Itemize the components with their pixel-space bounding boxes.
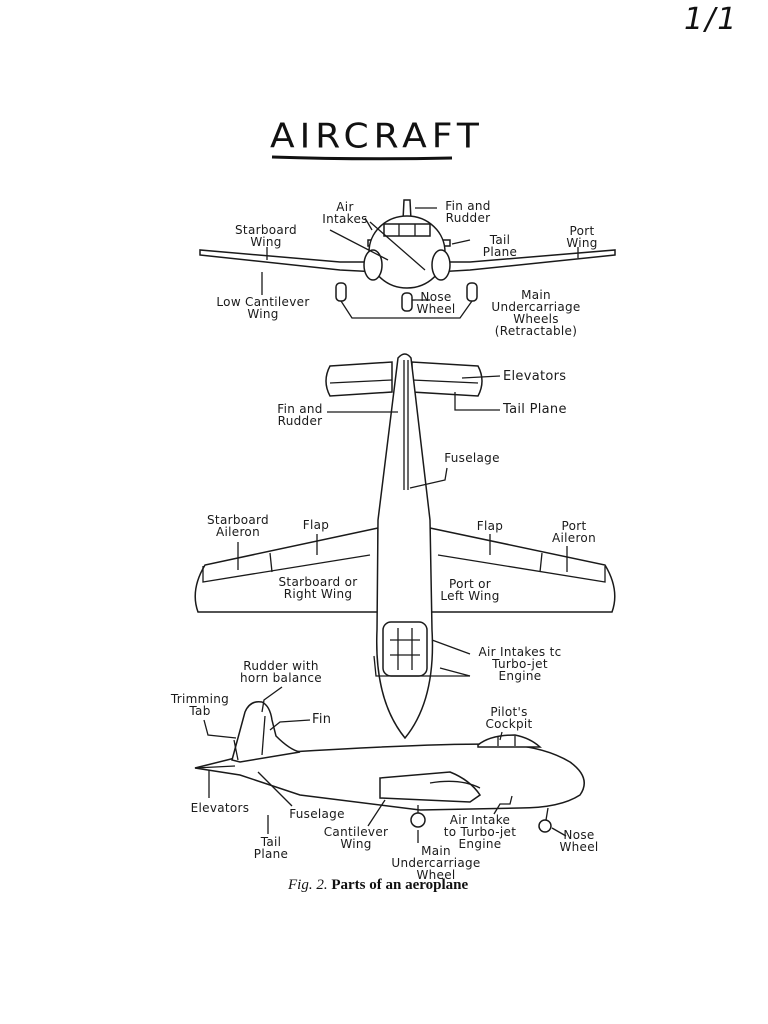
label-side-air-intake: Air Intake to Turbo-jet Engine <box>443 813 517 851</box>
side-fin <box>231 700 301 763</box>
label-side-fin: Fin <box>312 712 332 727</box>
label-front-starboard-wing: Starboard Wing <box>235 223 297 249</box>
label-top-fuselage: Fuselage <box>444 451 500 465</box>
front-main-wheel-right <box>466 282 478 302</box>
label-top-air-intakes: Air Intakes tc Turbo-jet Engine <box>478 645 562 683</box>
label-side-trimming-tab: Trimming Tab <box>170 692 230 718</box>
front-wing-right <box>435 249 616 273</box>
label-top-elevators: Elevators <box>503 369 567 384</box>
label-side-main-wheel: Main Undercarriage Wheel <box>391 844 481 882</box>
label-top-port-wing: Port or Left Wing <box>440 577 500 603</box>
front-intake-left <box>363 249 383 281</box>
label-front-nose-wheel: Nose Wheel <box>416 290 456 316</box>
caption-text: Parts of an aeroplane <box>331 877 469 893</box>
label-side-pilots-cockpit: Pilot's Cockpit <box>485 705 533 731</box>
label-side-nose-wheel: Nose Wheel <box>559 828 599 854</box>
label-front-air-intakes: Air Intakes <box>322 200 368 226</box>
label-front-main-undercarriage: Main Undercarriage Wheels (Retractable) <box>491 288 581 338</box>
label-top-port-aileron: Port Aileron <box>552 519 596 545</box>
top-cockpit <box>382 621 428 677</box>
title-underline <box>271 155 453 161</box>
front-nose-wheel <box>401 292 413 312</box>
top-view-drawing <box>194 353 616 740</box>
label-front-port-wing: Port Wing <box>566 224 598 250</box>
side-cockpit <box>477 734 542 748</box>
label-top-fin-and-rudder: Fin and Rudder <box>277 402 323 428</box>
front-view-drawing <box>199 199 616 319</box>
figure-caption: Fig. 2. Parts of an aeroplane <box>288 877 468 894</box>
label-side-cantilever-wing: Cantilever Wing <box>323 825 389 851</box>
label-side-fuselage: Fuselage <box>289 807 345 821</box>
label-side-tail-plane: Tail Plane <box>253 835 289 861</box>
label-top-flap-right: Flap <box>476 519 504 533</box>
page-number: 1/1 <box>684 2 739 37</box>
label-top-flap-left: Flap <box>302 518 330 532</box>
label-side-rudder-horn: Rudder with horn balance <box>240 659 322 685</box>
front-main-wheel-left <box>335 282 347 302</box>
label-front-low-cantilever-wing: Low Cantilever Wing <box>216 295 310 321</box>
label-front-fin-and-rudder: Fin and Rudder <box>445 199 491 225</box>
side-view-drawing <box>194 686 585 843</box>
page-title: AIRCRAFT <box>270 117 484 156</box>
side-nose-wheel <box>538 819 552 833</box>
front-intake-right <box>431 249 451 281</box>
caption-figure-number: Fig. 2. <box>288 877 328 893</box>
label-side-elevators: Elevators <box>190 801 250 815</box>
front-canopy <box>383 223 431 237</box>
label-top-starboard-aileron: Starboard Aileron <box>207 513 269 539</box>
label-top-starboard-wing: Starboard or Right Wing <box>278 575 358 601</box>
front-wing-left <box>199 249 379 273</box>
top-tailplane-left <box>325 361 393 397</box>
label-top-tail-plane: Tail Plane <box>503 402 567 417</box>
side-main-wheel <box>410 812 426 828</box>
top-tailplane-right <box>411 361 483 397</box>
top-wing-left <box>194 527 379 613</box>
label-front-tail-plane: Tail Plane <box>482 233 518 259</box>
